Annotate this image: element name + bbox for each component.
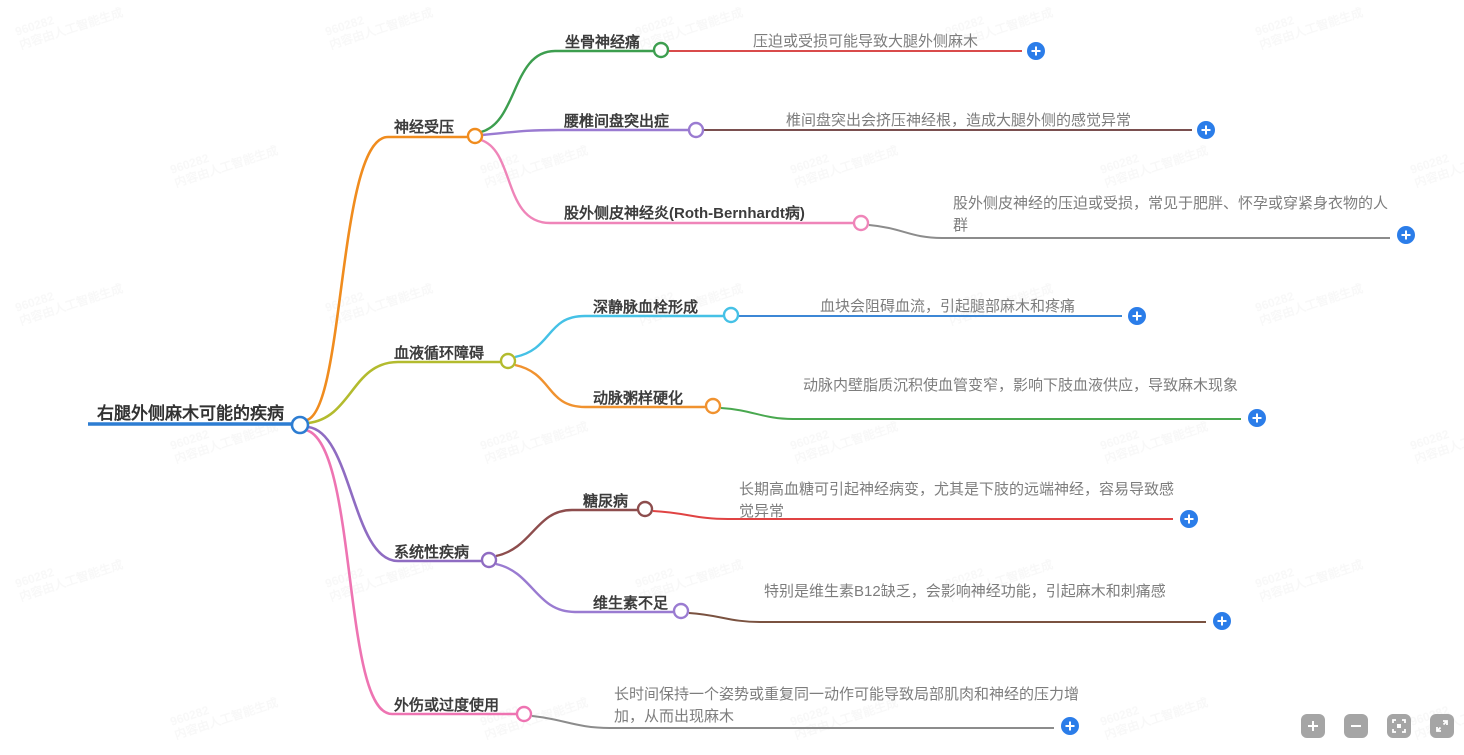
- add-node-button-dvt[interactable]: [1128, 307, 1146, 325]
- fit-center-icon: [1392, 719, 1406, 733]
- branch-label-trauma[interactable]: 外伤或过度使用: [394, 697, 500, 714]
- child-label-athero[interactable]: 动脉粥样硬化: [593, 390, 684, 407]
- detail-line-athero: [720, 407, 1241, 420]
- node-dot-athero[interactable]: [704, 397, 722, 415]
- node-dot-sciatica[interactable]: [652, 41, 670, 59]
- branch-label-systemic[interactable]: 系统性疾病: [394, 544, 470, 561]
- add-node-button-meralgia[interactable]: [1397, 226, 1415, 244]
- add-node-button-lumbar[interactable]: [1197, 121, 1215, 139]
- edge-circulation-dvt: [514, 314, 723, 359]
- add-node-button-trauma[interactable]: [1061, 717, 1079, 735]
- detail-note-lumbar[interactable]: 椎间盘突出会挤压神经根，造成大腿外侧的感觉异常: [786, 112, 1132, 129]
- add-node-button-vitamin[interactable]: [1213, 612, 1231, 630]
- branch-label-nerve[interactable]: 神经受压: [394, 119, 455, 136]
- node-dot-systemic[interactable]: [480, 551, 498, 569]
- detail-note-athero[interactable]: 动脉内壁脂质沉积使血管变窄，影响下肢血液供应，导致麻木现象: [803, 377, 1239, 394]
- child-label-sciatica[interactable]: 坐骨神经痛: [565, 34, 641, 51]
- child-label-diabetes[interactable]: 糖尿病: [583, 493, 629, 510]
- fullscreen-button[interactable]: [1430, 714, 1454, 738]
- detail-note-diabetes[interactable]: 长期高血糖可引起神经病变，尤其是下肢的远端神经，容易导致感觉异常: [739, 481, 1175, 520]
- detail-note-meralgia[interactable]: 股外侧皮神经的压迫或受损，常见于肥胖、怀孕或穿紧身衣物的人群: [953, 195, 1389, 234]
- add-node-button-sciatica[interactable]: [1027, 42, 1045, 60]
- detail-note-dvt[interactable]: 血块会阻碍血流，引起腿部麻木和疼痛: [820, 298, 1076, 315]
- add-node-button-diabetes[interactable]: [1180, 510, 1198, 528]
- child-label-vitamin[interactable]: 维生素不足: [593, 595, 669, 612]
- plus-icon: [1308, 721, 1318, 731]
- detail-note-trauma[interactable]: 长时间保持一个姿势或重复同一动作可能导致局部肌肉和神经的压力增加，从而出现麻木: [614, 686, 1080, 725]
- edge-root-nerve: [306, 135, 467, 422]
- edge-root-circulation: [307, 360, 500, 425]
- child-label-lumbar[interactable]: 腰椎间盘突出症: [564, 113, 670, 130]
- edge-root-trauma: [305, 428, 516, 716]
- branch-label-circulation[interactable]: 血液循环障碍: [394, 345, 485, 362]
- node-dot-meralgia[interactable]: [852, 214, 870, 232]
- node-dot-root[interactable]: [290, 415, 310, 435]
- add-node-button-athero[interactable]: [1248, 409, 1266, 427]
- edge-systemic-diabetes: [495, 508, 637, 558]
- zoom-in-button[interactable]: [1301, 714, 1325, 738]
- node-dot-vitamin[interactable]: [672, 602, 690, 620]
- detail-line-vitamin: [688, 612, 1206, 623]
- fullscreen-icon: [1436, 720, 1448, 732]
- detail-note-sciatica[interactable]: 压迫或受损可能导致大腿外侧麻木: [753, 33, 979, 50]
- node-dot-lumbar[interactable]: [687, 121, 705, 139]
- view-toolbar: [1301, 714, 1454, 738]
- zoom-out-button[interactable]: [1344, 714, 1368, 738]
- node-dot-diabetes[interactable]: [636, 500, 654, 518]
- minus-icon: [1351, 725, 1361, 727]
- node-dot-nerve[interactable]: [466, 127, 484, 145]
- node-dot-dvt[interactable]: [722, 306, 740, 324]
- fit-view-button[interactable]: [1387, 714, 1411, 738]
- node-dot-circulation[interactable]: [499, 352, 517, 370]
- child-label-meralgia[interactable]: 股外侧皮神经炎(Roth-Bernhardt病): [564, 205, 805, 222]
- detail-note-vitamin[interactable]: 特别是维生素B12缺乏，会影响神经功能，引起麻木和刺痛感: [764, 583, 1166, 600]
- root-node-label[interactable]: 右腿外侧麻木可能的疾病: [97, 404, 284, 423]
- child-label-dvt[interactable]: 深静脉血栓形成: [593, 299, 699, 316]
- node-dot-trauma[interactable]: [515, 705, 533, 723]
